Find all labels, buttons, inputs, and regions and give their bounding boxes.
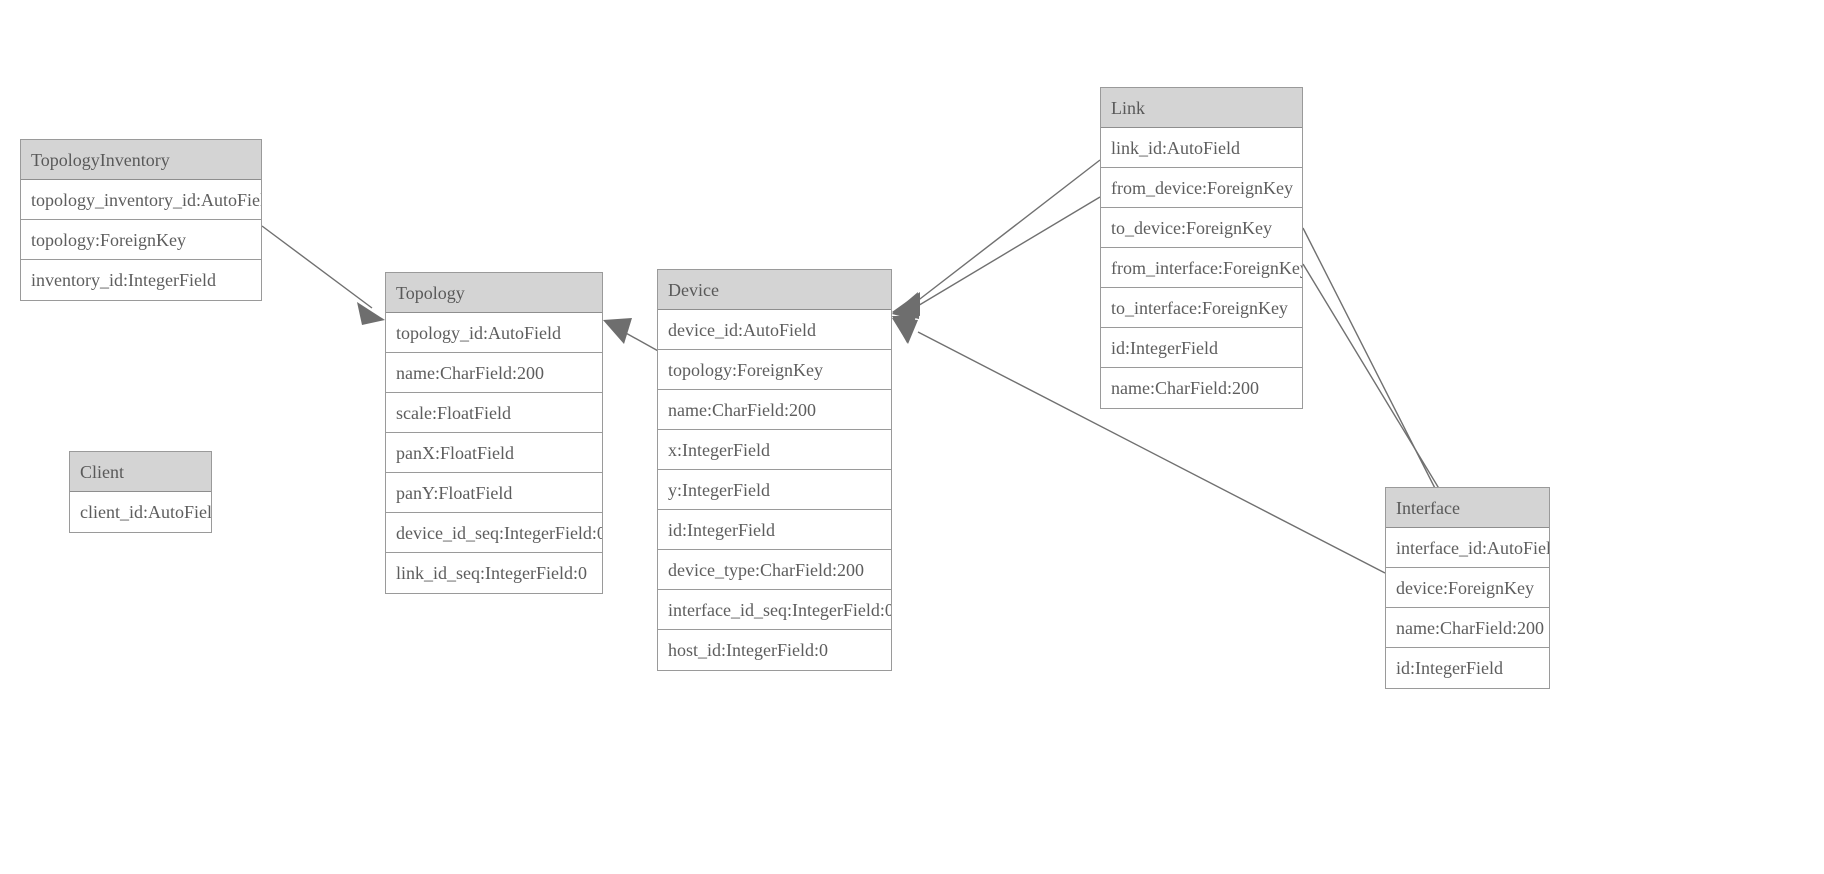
entity-field[interactable]: device:ForeignKey — [1386, 568, 1549, 608]
entity-field[interactable]: topology:ForeignKey — [21, 220, 261, 260]
entity-field[interactable]: host_id:IntegerField:0 — [658, 630, 891, 670]
entity-field[interactable]: inventory_id:IntegerField — [21, 260, 261, 300]
entity-title-link: Link — [1101, 88, 1302, 128]
entity-field[interactable]: panY:FloatField — [386, 473, 602, 513]
edge-link-fromdevice-device — [892, 159, 1101, 316]
entity-field[interactable]: x:IntegerField — [658, 430, 891, 470]
entity-field[interactable]: link_id:AutoField — [1101, 128, 1302, 168]
entity-title-client: Client — [70, 452, 211, 492]
edge-device-topology — [603, 318, 661, 353]
entity-field[interactable]: link_id_seq:IntegerField:0 — [386, 553, 602, 593]
entity-title-interface: Interface — [1386, 488, 1549, 528]
entity-title-device: Device — [658, 270, 891, 310]
entity-field[interactable]: name:CharField:200 — [1386, 608, 1549, 648]
edge-arrow-cluster-device — [892, 292, 918, 343]
entity-field[interactable]: name:CharField:200 — [1101, 368, 1302, 408]
entity-field[interactable]: name:CharField:200 — [386, 353, 602, 393]
entity-field[interactable]: interface_id_seq:IntegerField:0 — [658, 590, 891, 630]
entity-field[interactable]: id:IntegerField — [1386, 648, 1549, 688]
entity-field[interactable]: topology:ForeignKey — [658, 350, 891, 390]
entity-field[interactable]: id:IntegerField — [1101, 328, 1302, 368]
entity-field[interactable]: interface_id:AutoField — [1386, 528, 1549, 568]
entity-field[interactable]: topology_inventory_id:AutoField — [21, 180, 261, 220]
entity-title-topology: Topology — [386, 273, 602, 313]
entity-field[interactable]: device_id:AutoField — [658, 310, 891, 350]
entity-field[interactable]: from_device:ForeignKey — [1101, 168, 1302, 208]
entity-field[interactable]: from_interface:ForeignKey — [1101, 248, 1302, 288]
edge-link-todevice-device — [892, 196, 1101, 319]
edge-topologyinventory-topology — [261, 225, 385, 325]
entity-field[interactable]: topology_id:AutoField — [386, 313, 602, 353]
entity-field[interactable]: name:CharField:200 — [658, 390, 891, 430]
entity-field[interactable]: to_device:ForeignKey — [1101, 208, 1302, 248]
entity-field[interactable]: to_interface:ForeignKey — [1101, 288, 1302, 328]
entity-title-topology_inventory: TopologyInventory — [21, 140, 261, 180]
entity-field[interactable]: y:IntegerField — [658, 470, 891, 510]
entity-field[interactable]: scale:FloatField — [386, 393, 602, 433]
entity-field[interactable]: device_type:CharField:200 — [658, 550, 891, 590]
entity-field[interactable]: id:IntegerField — [658, 510, 891, 550]
entity-field[interactable]: device_id_seq:IntegerField:0 — [386, 513, 602, 553]
entity-field[interactable]: panX:FloatField — [386, 433, 602, 473]
entity-field[interactable]: client_id:AutoField — [70, 492, 211, 532]
